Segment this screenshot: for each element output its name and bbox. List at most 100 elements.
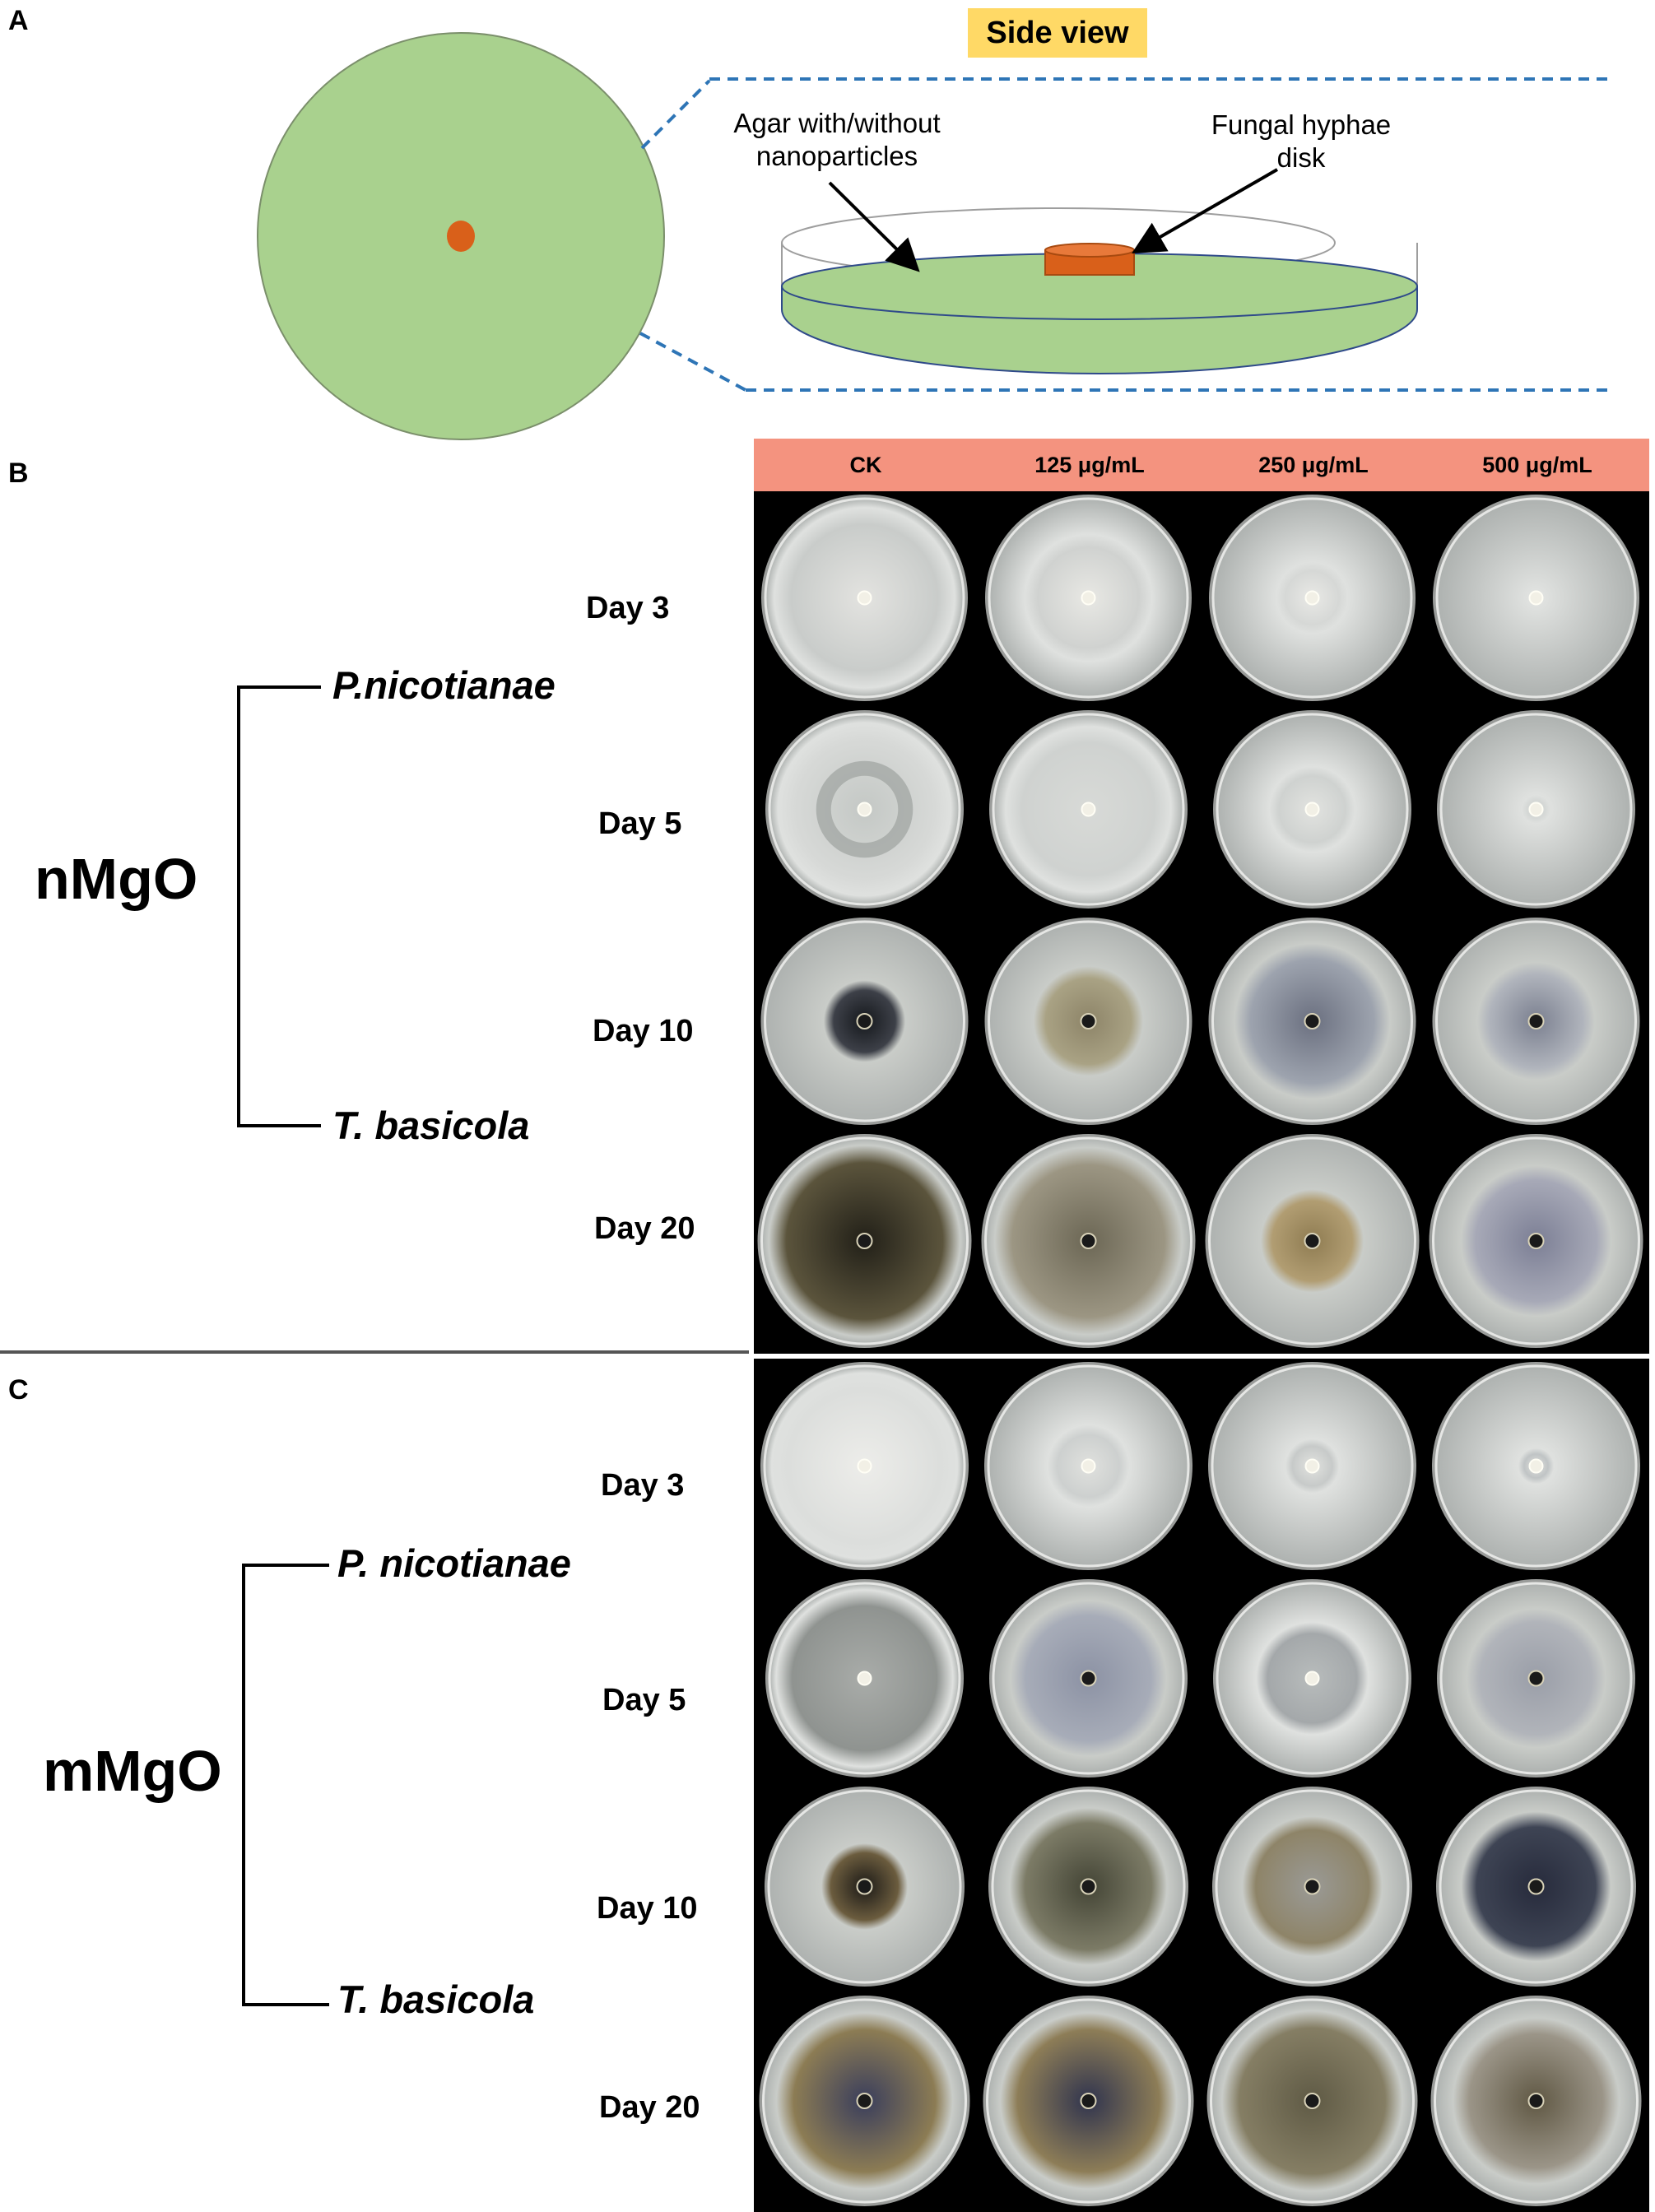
b-plate-r1-c3 xyxy=(1425,707,1647,912)
panel-b-letter: B xyxy=(8,458,29,489)
column-header-500: 500 μg/mL xyxy=(1425,439,1649,491)
section-divider xyxy=(0,1350,749,1354)
species-label-b-bottom: T. basicola xyxy=(332,1104,530,1147)
disk-label-line2: disk xyxy=(1276,142,1326,173)
inoculum-disk xyxy=(1304,802,1320,817)
inoculum-disk xyxy=(1528,1458,1544,1474)
side-hyphae-disk-top xyxy=(1044,243,1135,258)
c-plate-r1-c1 xyxy=(978,1576,1199,1781)
day-label-c-1: Day 5 xyxy=(602,1683,686,1717)
inoculum-disk xyxy=(856,1233,873,1249)
disk-arrow xyxy=(1132,168,1278,253)
c-plate-r1-c0 xyxy=(754,1576,975,1781)
inoculum-disk xyxy=(857,1458,872,1474)
c-plate-r1-c3 xyxy=(1425,1576,1647,1781)
c-plate-r3-c0 xyxy=(754,1992,975,2210)
c-plate-r0-c0 xyxy=(754,1359,975,1573)
growth-ring xyxy=(816,760,914,858)
plate-grid-b xyxy=(754,491,1649,1354)
agar-label-line1: Agar with/without xyxy=(733,108,941,138)
disk-label-line1: Fungal hyphae xyxy=(1211,109,1392,140)
column-header-ck: CK xyxy=(754,439,978,491)
inoculum-disk xyxy=(857,590,872,606)
species-label-c-bottom: T. basicola xyxy=(337,1977,535,2021)
side-view-label: Side view xyxy=(968,8,1147,58)
b-plate-r1-c2 xyxy=(1202,707,1423,912)
b-plate-r0-c1 xyxy=(978,491,1199,704)
day-label-b-1: Day 5 xyxy=(598,806,682,841)
inoculum-disk xyxy=(856,1013,873,1029)
b-plate-r3-c0 xyxy=(754,1131,975,1351)
day-label-b-3: Day 20 xyxy=(594,1211,695,1246)
agar-label-line2: nanoparticles xyxy=(755,141,918,171)
projection-line-top xyxy=(640,79,711,150)
c-plate-r3-c1 xyxy=(978,1992,1199,2210)
inoculum-disk xyxy=(1528,590,1544,606)
day-label-c-0: Day 3 xyxy=(601,1468,685,1503)
treatment-label-nmgo: nMgO xyxy=(35,847,198,911)
b-plate-r2-c3 xyxy=(1425,914,1647,1128)
inoculum-disk xyxy=(857,1671,872,1686)
inoculum-disk xyxy=(1080,2093,1097,2109)
c-plate-r3-c3 xyxy=(1425,1992,1647,2210)
panel-c-letter: C xyxy=(8,1374,29,1406)
inoculum-disk xyxy=(1081,1458,1096,1474)
inoculum-disk xyxy=(1527,1878,1545,1895)
day-label-b-2: Day 10 xyxy=(593,1014,694,1048)
b-plate-r1-c0 xyxy=(754,707,975,912)
inoculum-disk xyxy=(1080,1878,1097,1895)
b-plate-r2-c1 xyxy=(978,914,1199,1128)
b-plate-r0-c0 xyxy=(754,491,975,704)
inoculum-disk xyxy=(1304,1458,1320,1474)
inoculum-disk xyxy=(856,2093,873,2109)
inoculum-disk xyxy=(1304,2093,1321,2109)
inoculum-disk xyxy=(1304,1013,1321,1029)
disk-label: Fungal hyphae disk xyxy=(1182,109,1420,174)
day-label-c-3: Day 20 xyxy=(599,2090,700,2125)
inoculum-disk xyxy=(856,1878,873,1895)
inoculum-disk xyxy=(1527,1233,1545,1249)
c-plate-r2-c3 xyxy=(1425,1783,1647,1990)
c-plate-r2-c2 xyxy=(1202,1783,1423,1990)
species-label-b-top: P.nicotianae xyxy=(332,663,556,707)
day-label-b-0: Day 3 xyxy=(586,591,670,625)
b-plate-r2-c0 xyxy=(754,914,975,1128)
inoculum-disk xyxy=(1527,1670,1545,1687)
inoculum-disk xyxy=(1081,590,1096,606)
column-header-250: 250 μg/mL xyxy=(1202,439,1425,491)
inoculum-disk xyxy=(1080,1013,1097,1029)
column-header-125: 125 μg/mL xyxy=(978,439,1202,491)
projection-line-bottom xyxy=(639,332,746,392)
day-label-c-2: Day 10 xyxy=(597,1891,698,1926)
b-plate-r0-c2 xyxy=(1202,491,1423,704)
panel-a-schematic xyxy=(257,32,1615,440)
species-bracket-c xyxy=(242,1564,329,2006)
inoculum-disk xyxy=(857,802,872,817)
c-plate-r0-c3 xyxy=(1425,1359,1647,1573)
c-plate-r0-c2 xyxy=(1202,1359,1423,1573)
c-plate-r3-c2 xyxy=(1202,1992,1423,2210)
panel-a-letter: A xyxy=(8,5,29,36)
top-view-hyphae-disk xyxy=(447,221,475,252)
agar-arrow xyxy=(828,181,920,272)
inoculum-disk xyxy=(1304,1878,1321,1895)
c-plate-r2-c0 xyxy=(754,1783,975,1990)
species-bracket-b xyxy=(237,685,321,1127)
inoculum-disk xyxy=(1304,1671,1320,1686)
b-plate-r3-c3 xyxy=(1425,1131,1647,1351)
inoculum-disk xyxy=(1527,2093,1545,2109)
plate-grid-c xyxy=(754,1359,1649,2212)
agar-label: Agar with/without nanoparticles xyxy=(709,107,965,173)
c-plate-r1-c2 xyxy=(1202,1576,1423,1781)
c-plate-r2-c1 xyxy=(978,1783,1199,1990)
inoculum-disk xyxy=(1080,1670,1097,1687)
inoculum-disk xyxy=(1528,802,1544,817)
treatment-label-mmgo: mMgO xyxy=(43,1739,222,1803)
inoculum-disk xyxy=(1527,1013,1545,1029)
c-plate-r0-c1 xyxy=(978,1359,1199,1573)
species-label-c-top: P. nicotianae xyxy=(337,1541,571,1585)
inoculum-disk xyxy=(1304,1233,1321,1249)
b-plate-r0-c3 xyxy=(1425,491,1647,704)
inoculum-disk xyxy=(1080,1233,1097,1249)
b-plate-r1-c1 xyxy=(978,707,1199,912)
